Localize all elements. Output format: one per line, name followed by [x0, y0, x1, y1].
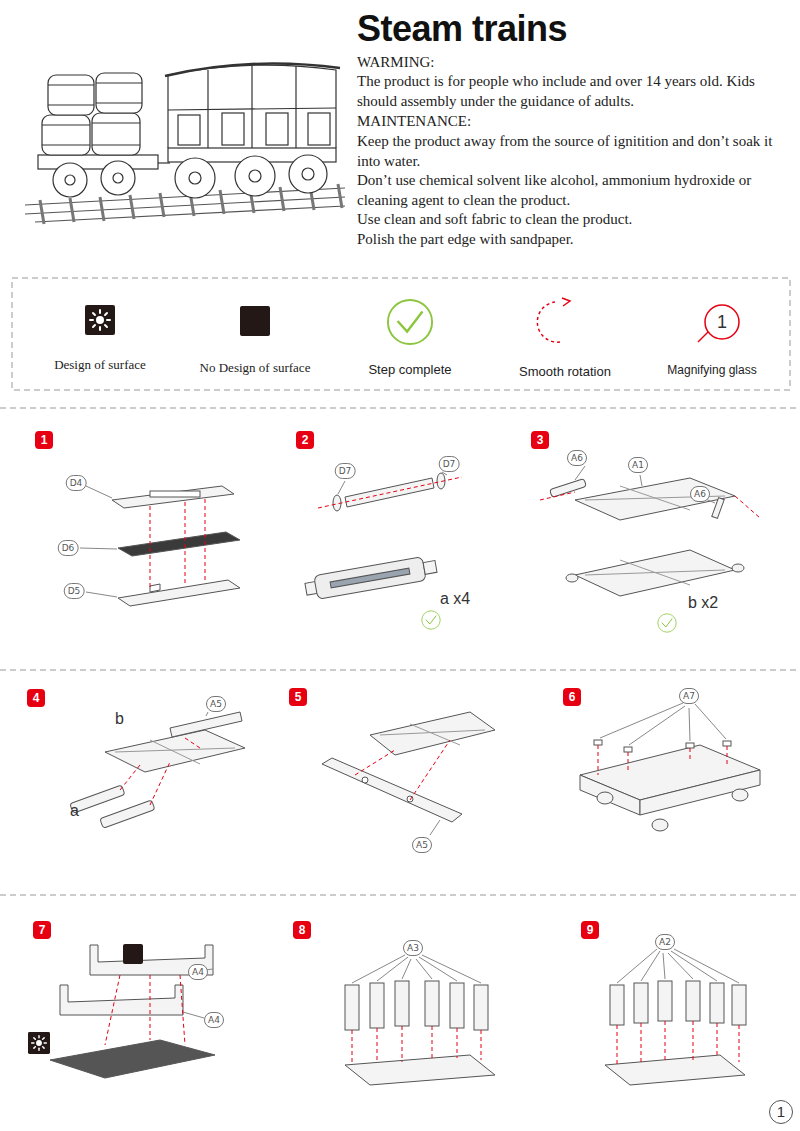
step-number: 1 [35, 431, 53, 449]
separator [0, 408, 800, 895]
part-letter: a [70, 802, 79, 820]
step-number: 6 [563, 688, 581, 706]
step-number: 2 [296, 431, 314, 449]
step-number: 9 [581, 921, 599, 939]
legend-text: No Design of surface [200, 360, 311, 376]
check-icon [388, 300, 432, 344]
part-callout: A1 [628, 457, 648, 473]
part-callout: D6 [58, 540, 79, 556]
step-number: 4 [27, 689, 45, 707]
section-heading: MAINTENANCE: [357, 113, 471, 130]
no-surface-icon [123, 944, 143, 964]
legend-text: Step complete [368, 362, 451, 377]
part-callout: A3 [403, 940, 423, 956]
quantity-label: b x2 [688, 594, 718, 612]
step-number: 3 [531, 431, 549, 449]
legend-text: Magnifying glass [667, 363, 756, 377]
surface-icon [28, 1032, 50, 1054]
assembly-line [105, 477, 760, 1065]
warning-text: The product is for people who include an… [357, 72, 782, 111]
legend-frame [12, 278, 790, 390]
part-callout: A2 [655, 934, 675, 950]
legend-text: Smooth rotation [519, 364, 611, 379]
part-callout: A7 [679, 688, 699, 704]
surface-icon [85, 305, 115, 335]
step-number: 8 [293, 921, 311, 939]
legend-text: Design of surface [54, 357, 146, 373]
section-heading: WARMING: [357, 54, 435, 71]
part-callout: A6 [690, 486, 710, 502]
magnifier-icon [698, 305, 739, 342]
step-number: 7 [33, 921, 51, 939]
part-callout: D7 [335, 463, 356, 479]
check-icon [658, 614, 676, 632]
train-illustration [25, 64, 345, 225]
part-callout: A4 [204, 1012, 224, 1028]
maintenance-text: Keep the product away from the source of… [357, 132, 782, 171]
part-callout: D4 [66, 475, 87, 491]
quantity-label: a x4 [440, 590, 470, 608]
part-callout: A5 [412, 837, 432, 853]
part-callout: D7 [439, 456, 460, 472]
check-icon [422, 611, 440, 629]
page-title: Steam trains [357, 8, 567, 50]
part-letter: b [115, 710, 124, 728]
part-callout: A6 [567, 450, 587, 466]
part-callout: A4 [188, 964, 208, 980]
maintenance-text: Don’t use chemical solvent like alcohol,… [357, 171, 782, 210]
maintenance-text: Use clean and soft fabric to clean the p… [357, 210, 782, 230]
part-callout: A5 [206, 696, 226, 712]
step-parts [50, 466, 760, 1085]
part-callout: D5 [64, 583, 85, 599]
step-number: 5 [289, 688, 307, 706]
magnifier-number: 1 [717, 312, 727, 333]
maintenance-text: Polish the part edge with sandpaper. [357, 230, 782, 250]
rotation-icon [537, 298, 570, 342]
legend-swatch [240, 306, 270, 336]
page-number: 1 [769, 1100, 793, 1124]
